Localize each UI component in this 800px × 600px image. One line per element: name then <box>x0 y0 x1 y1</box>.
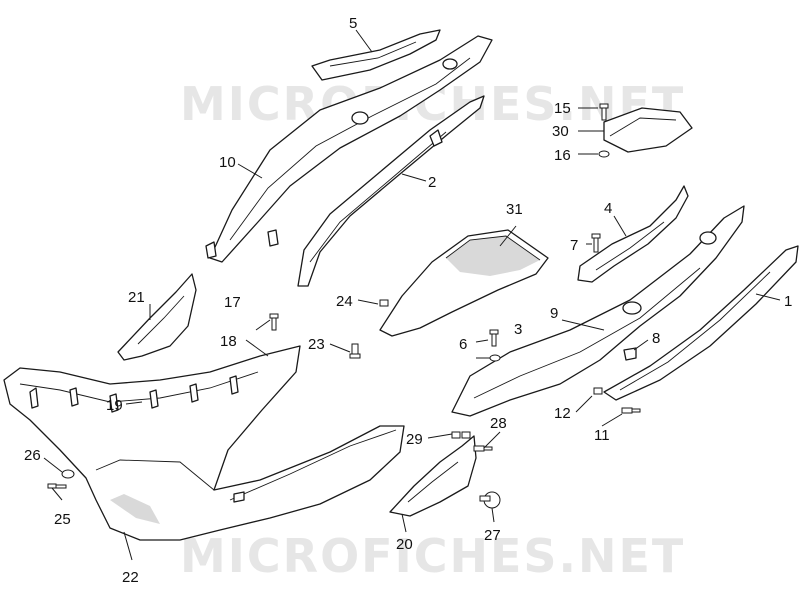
part-6-washer <box>489 354 501 362</box>
callout-29: 29 <box>406 431 423 448</box>
callout-20: 20 <box>396 536 413 553</box>
part-1-lower-strip <box>603 245 799 401</box>
callout-4: 4 <box>604 200 612 217</box>
callout-22: 22 <box>122 569 139 586</box>
part-28-screw <box>473 445 493 452</box>
part-12-clip <box>593 387 603 395</box>
part-30-small-cover <box>603 107 693 153</box>
watermark-bottom: MICROFICHES.NET <box>180 529 685 583</box>
callout-15: 15 <box>554 100 571 117</box>
part-31-seat-cowl <box>379 229 549 337</box>
part-23-screw <box>349 343 361 359</box>
callout-10: 10 <box>219 154 236 171</box>
part-29-clip <box>451 431 471 439</box>
part-11-screw <box>621 407 641 414</box>
callout-21: 21 <box>128 289 145 306</box>
callout-8: 8 <box>652 330 660 347</box>
part-26-washer <box>61 469 75 479</box>
callout-12: 12 <box>554 405 571 422</box>
callout-18: 18 <box>220 333 237 350</box>
part-9-rear-panel <box>451 205 745 417</box>
callout-5: 5 <box>349 15 357 32</box>
callout-9: 9 <box>550 305 558 322</box>
callout-7: 7 <box>570 237 578 254</box>
part-22-footboard <box>3 345 405 541</box>
part-4-rear-rail <box>577 185 689 283</box>
callout-19: 19 <box>106 397 123 414</box>
callout-17: 17 <box>224 294 241 311</box>
part-27-bolt <box>479 491 501 509</box>
callout-11: 11 <box>594 427 610 444</box>
callout-6: 6 <box>459 336 467 353</box>
callout-16: 16 <box>554 147 571 164</box>
callout-3: 3 <box>514 321 522 338</box>
part-17-screw <box>269 313 279 331</box>
callout-2: 2 <box>428 174 436 191</box>
part-10-side-panel <box>205 35 493 263</box>
callout-1: 1 <box>784 293 792 310</box>
callout-27: 27 <box>484 527 501 544</box>
part-21-bracket <box>117 273 197 361</box>
callout-30: 30 <box>552 123 569 140</box>
callout-24: 24 <box>336 293 353 310</box>
callout-25: 25 <box>54 511 71 528</box>
callout-26: 26 <box>24 447 41 464</box>
callout-28: 28 <box>490 415 507 432</box>
part-16-nut <box>598 150 610 158</box>
leader-lines <box>43 29 781 561</box>
part-20-lower-cover <box>389 435 477 517</box>
part-3-screw <box>489 329 499 347</box>
part-24-clip <box>379 299 389 307</box>
callout-23: 23 <box>308 336 325 353</box>
callout-31: 31 <box>506 201 523 218</box>
part-5-upper-rail <box>311 29 441 81</box>
part-2-inner-strip <box>297 95 485 287</box>
part-15-screw <box>599 103 609 121</box>
part-7-screw <box>591 233 601 253</box>
part-25-screw <box>47 483 67 489</box>
